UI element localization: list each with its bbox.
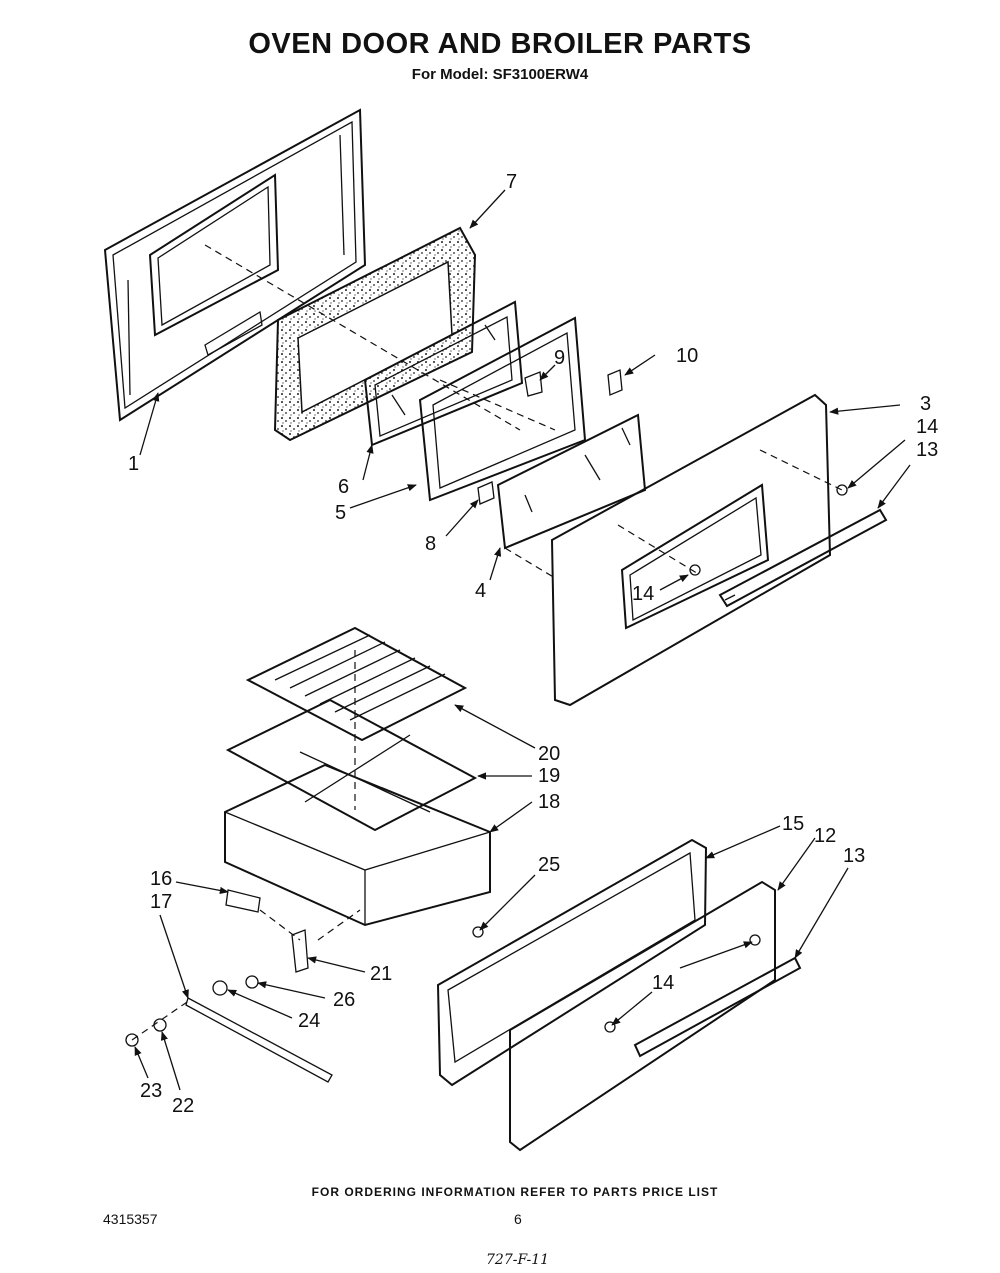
callout-10: 10: [676, 345, 698, 367]
callout-20: 20: [538, 743, 560, 765]
ordering-information-note: FOR ORDERING INFORMATION REFER TO PARTS …: [311, 1185, 719, 1199]
callout-9: 9: [554, 347, 565, 369]
callout-14-lower: 14: [652, 972, 674, 994]
outer-door-panel: [550, 393, 888, 707]
inner-door-panel: [103, 108, 367, 422]
inner-glass-frame: [363, 300, 524, 447]
drawer-front-panel: [509, 880, 802, 1152]
callout-14-window: 14: [632, 583, 654, 605]
callout-13-lower: 13: [843, 845, 865, 867]
outer-window-glass: [496, 413, 647, 550]
callout-15: 15: [782, 813, 804, 835]
callout-19: 19: [538, 765, 560, 787]
model-subtitle: For Model: SF3100ERW4: [411, 66, 589, 83]
callout-23: 23: [140, 1080, 162, 1102]
drawer-back-panel: [436, 838, 708, 1087]
broiler-rack: [245, 626, 468, 742]
callout-4: 4: [475, 580, 486, 602]
callout-3: 3: [920, 393, 931, 415]
callout-21: 21: [370, 963, 392, 985]
callout-26: 26: [333, 989, 355, 1011]
callout-18: 18: [538, 791, 560, 813]
assembly-lines: [131, 244, 843, 1041]
callout-1: 1: [128, 453, 139, 475]
hinge-hardware: [477, 369, 623, 505]
leader-lines: [134, 189, 911, 1091]
callout-13-upper: 13: [916, 439, 938, 461]
callout-6: 6: [338, 476, 349, 498]
broiler-pan: [224, 763, 491, 927]
page-title: OVEN DOOR AND BROILER PARTS: [248, 28, 752, 60]
broiler-small-parts: [125, 889, 484, 1083]
door-gasket: [273, 226, 477, 442]
callout-16: 16: [150, 868, 172, 890]
document-number: 4315357: [103, 1211, 158, 1227]
handwritten-code: 727-F-11: [486, 1252, 550, 1268]
callout-5: 5: [335, 502, 346, 524]
callout-8: 8: [425, 533, 436, 555]
callout-22: 22: [172, 1095, 194, 1117]
callout-7: 7: [506, 171, 517, 193]
callout-24: 24: [298, 1010, 320, 1032]
callout-12: 12: [814, 825, 836, 847]
callout-labels: 1 3 4 5 6 7 8 9 10 13 14 14 13 14 15 12 …: [128, 171, 938, 1117]
glass-retainer-frame: [418, 316, 587, 502]
callout-25: 25: [538, 854, 560, 876]
callout-14-upper: 14: [916, 416, 938, 438]
callout-17: 17: [150, 891, 172, 913]
page-number: 6: [514, 1211, 522, 1227]
